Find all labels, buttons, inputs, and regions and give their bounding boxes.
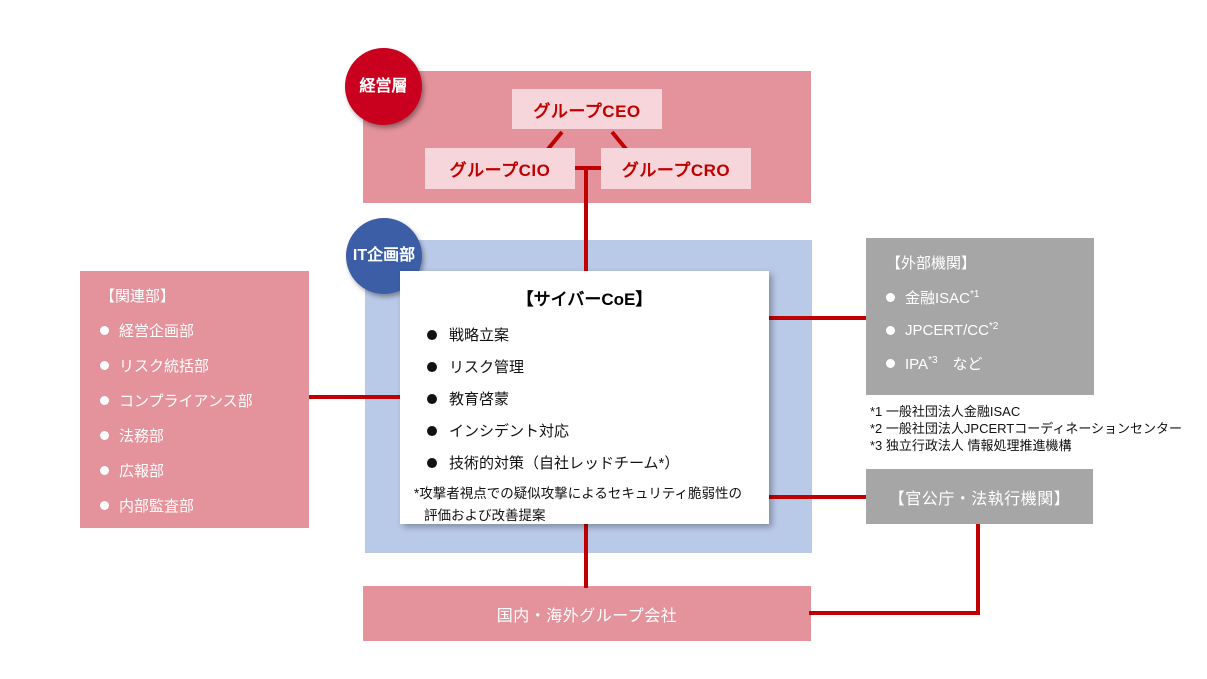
external-orgs-list: 金融ISAC*1 JPCERT/CC*2 IPA*3 など bbox=[886, 287, 1094, 374]
group-cio-box: グループCIO bbox=[425, 148, 575, 189]
footnote: *3 独立行政法人 情報処理推進機構 bbox=[870, 438, 1072, 454]
red-team-footnote: *攻撃者視点での疑似攻撃によるセキュリティ脆弱性の 評価および改善提案 bbox=[414, 486, 743, 523]
list-item: 教育啓蒙 bbox=[427, 388, 755, 409]
cyber-coe-box: 【サイバーCoE】 戦略立案 リスク管理 教育啓蒙 インシデント対応 技術的対策… bbox=[400, 271, 769, 524]
bullet-icon bbox=[100, 361, 109, 370]
cyber-coe-title: 【サイバーCoE】 bbox=[516, 290, 653, 309]
bullet-icon bbox=[100, 501, 109, 510]
it-planning-badge-label: IT企画部 bbox=[352, 247, 416, 265]
bullet-icon bbox=[427, 361, 437, 372]
bullet-icon bbox=[886, 293, 895, 302]
list-item: インシデント対応 bbox=[427, 420, 755, 441]
footnote: *2 一般社団法人JPCERTコーディネーションセンター bbox=[870, 421, 1183, 437]
list-item: JPCERT/CC*2 bbox=[886, 322, 1094, 339]
management-badge-label: 経営層 bbox=[359, 77, 408, 95]
list-item: IPA*3 など bbox=[886, 353, 1094, 374]
list-item: 戦略立案 bbox=[427, 324, 755, 345]
group-companies-label: 国内・海外グループ会社 bbox=[496, 607, 678, 625]
external-orgs-footnotes: *1 一般社団法人金融ISAC *2 一般社団法人JPCERTコーディネーション… bbox=[870, 403, 1205, 454]
management-badge: 経営層 bbox=[345, 48, 422, 125]
external-orgs-box: 【外部機関】 金融ISAC*1 JPCERT/CC*2 IPA*3 など bbox=[866, 238, 1094, 395]
group-cio-label: グループCIO bbox=[449, 161, 551, 180]
list-item: リスク管理 bbox=[427, 356, 755, 377]
group-cro-label: グループCRO bbox=[621, 161, 731, 180]
related-depts-title: 【関連部】 bbox=[100, 288, 176, 305]
list-item: 金融ISAC*1 bbox=[886, 287, 1094, 308]
list-item: コンプライアンス部 bbox=[100, 390, 309, 411]
bullet-icon bbox=[427, 457, 437, 468]
bullet-icon bbox=[886, 326, 895, 335]
list-item: 技術的対策（自社レッドチーム*） bbox=[427, 452, 755, 473]
bullet-icon bbox=[100, 466, 109, 475]
cyber-coe-list: 戦略立案 リスク管理 教育啓蒙 インシデント対応 技術的対策（自社レッドチーム*… bbox=[414, 324, 755, 473]
external-orgs-title: 【外部機関】 bbox=[886, 255, 977, 272]
list-item: 法務部 bbox=[100, 425, 309, 446]
bullet-icon bbox=[427, 425, 437, 436]
related-depts-box: 【関連部】 経営企画部 リスク統括部 コンプライアンス部 法務部 広報部 bbox=[80, 271, 309, 528]
bullet-icon bbox=[427, 329, 437, 340]
footnote: *1 一般社団法人金融ISAC bbox=[870, 404, 1021, 419]
government-box: 【官公庁・法執行機関】 bbox=[866, 469, 1093, 524]
group-companies-box: 国内・海外グループ会社 bbox=[363, 586, 811, 641]
bullet-icon bbox=[427, 393, 437, 404]
related-depts-list: 経営企画部 リスク統括部 コンプライアンス部 法務部 広報部 内部監査部 bbox=[100, 320, 309, 516]
bullet-icon bbox=[100, 396, 109, 405]
group-ceo-label: グループCEO bbox=[533, 101, 641, 121]
government-label: 【官公庁・法執行機関】 bbox=[888, 490, 1071, 508]
group-cro-box: グループCRO bbox=[601, 148, 751, 189]
list-item: 経営企画部 bbox=[100, 320, 309, 341]
list-item: 内部監査部 bbox=[100, 495, 309, 516]
bullet-icon bbox=[886, 359, 895, 368]
group-ceo-box: グループCEO bbox=[512, 89, 662, 129]
list-item: 広報部 bbox=[100, 460, 309, 481]
bullet-icon bbox=[100, 326, 109, 335]
bullet-icon bbox=[100, 431, 109, 440]
list-item: リスク統括部 bbox=[100, 355, 309, 376]
